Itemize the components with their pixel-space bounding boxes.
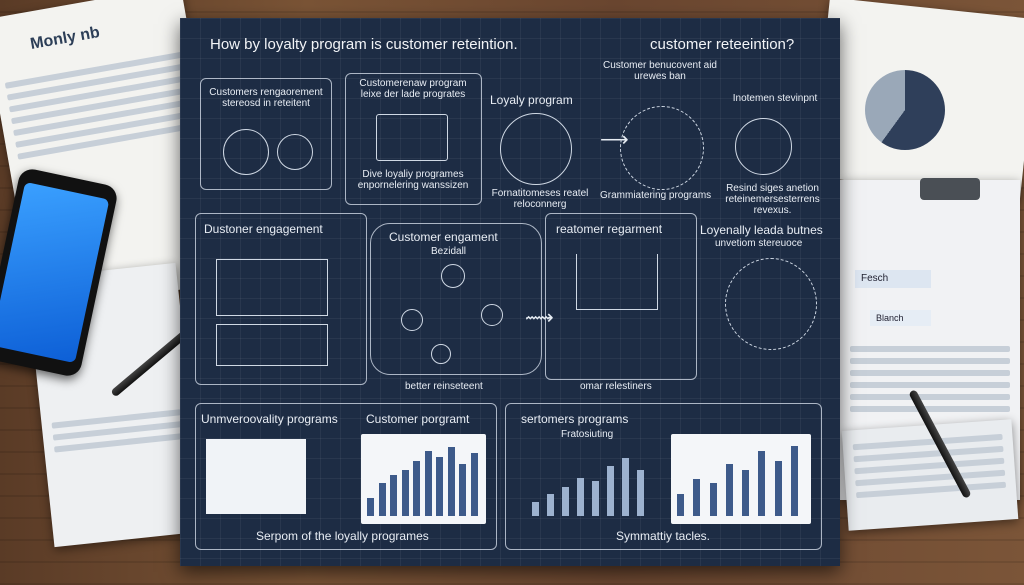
bottom-box-right: sertomers programs Fratosiuting Symmatti… [505,403,822,550]
bottom-left-title: Unmveroovality programs [201,412,338,426]
loyalty-program-label: Loyaly program [490,93,573,107]
gauge-icon-2 [277,134,313,170]
right-title: Loyenally leada butnes [700,223,823,237]
engagement-sub-label: Bezidall [431,246,467,257]
top-box-1: Customers rengaorement stereosd in retei… [200,78,332,190]
person-icon [441,264,465,288]
program-caption: omar relestiners [580,381,652,392]
chart-bar [378,482,386,516]
board-title-right: customer reteeintion? [650,36,795,53]
chart-bar [562,487,569,516]
program-title: reatomer regarment [556,222,663,236]
shopping-cart-icon [576,254,658,310]
infographic-board: How by loyalty program is customer retei… [180,18,840,566]
middle-bottom-caption: better reinseteent [405,381,483,392]
right-subtitle: unvetiom stereuoce [715,238,803,249]
top-box-2: Customerenaw program leixe der lade prog… [345,73,482,205]
chart-bar [758,450,766,516]
top-box-2-top-label: Customerenaw program leixe der lade prog… [359,78,467,100]
top-box-4-bottom-label: Grammiatering programs [600,190,712,201]
chart-bar [790,445,798,516]
chart-bar [390,475,397,516]
top-box-4-top-label: Customer benucovent aid urewes ban [603,60,717,82]
chart-bar [607,466,614,516]
cycle-icon [620,106,704,190]
middle-box-2: Customer engament Bezidall [370,223,542,375]
clipboard-clip-icon [920,178,980,200]
dashboard-icon [216,259,328,316]
loyalty-program-bottom-label: Fornatitomeses reatel reloconnerg [491,188,589,210]
chart-bar [693,479,701,516]
chart-bar [413,460,420,516]
chart-bar [774,460,782,516]
top-box-2-bottom-label: Dive loyaliy programes enpornelering wan… [357,169,469,191]
network-icon [735,118,792,175]
top-box-5-bottom-label: Resind siges anetion reteinemersesterren… [725,183,820,216]
chart2-title: Fratosiuting [561,429,614,440]
bottom-box-left: Unmveroovality programs Customer porgram… [195,403,497,550]
person-icon-2 [401,309,423,331]
chart-bar [547,493,554,516]
chart-bar [447,447,455,516]
engagement-center-label: Customer engament [389,230,498,244]
bar-chart-1 [361,434,486,524]
chart-bar [532,501,539,516]
chart-bar [725,464,733,516]
chart-bar [367,497,374,516]
chart-bar [401,470,409,516]
chart-bar [677,493,684,516]
top-box-1-label: Customers rengaorement stereosd in retei… [209,87,323,109]
middle-box-1: Dustoner engagement [195,213,367,385]
chart-bar [622,458,629,516]
laptop-icon [376,114,448,161]
middle-box-3: reatomer regarment [545,213,697,380]
board-title: How by loyalty program is customer retei… [210,36,518,53]
chart-bar [436,456,443,516]
clipboard-tab-2: Blanch [870,310,931,326]
bottom-right-caption: Symmattiy tacles. [616,529,711,543]
loyalty-network-icon [725,258,817,350]
bottom-right-title: sertomers programs [521,412,629,426]
chart-bar [592,480,599,516]
gauge-icon [223,129,269,175]
chart-bar [577,477,584,516]
world-map-icon [206,439,306,514]
chart-bar [424,450,432,516]
handshake-icon [500,113,572,185]
grid-icon [216,324,328,366]
chart-bar [459,464,466,516]
top-box-5-top-label: Inotemen stevinpnt [732,93,818,104]
engagement-title: Dustoner engagement [204,222,323,236]
spreadsheet-paper [841,419,1019,531]
bar-chart-2 [526,444,656,524]
bar-chart-3 [671,434,811,524]
chart-bar [709,482,717,516]
clipboard-tab: Fesch [855,270,931,288]
pie-chart-icon [865,70,945,150]
bottom-left-caption: Serpom of the loyally programes [256,529,429,543]
chart1-title: Customer porgramt [366,412,470,426]
hub-node-icon [431,344,451,364]
chart-bar [637,469,644,516]
chart-bar [470,453,478,516]
flow-arrow-icon: ⟿ [525,307,554,329]
person-icon-3 [481,304,503,326]
chart-bar [742,470,749,516]
